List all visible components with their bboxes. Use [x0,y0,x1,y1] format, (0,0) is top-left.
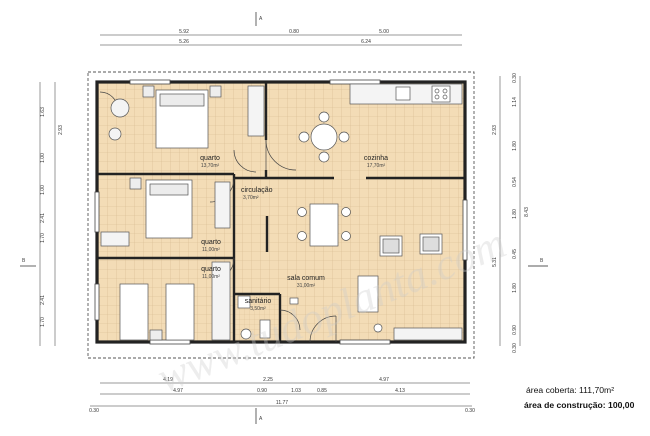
kitchen-furniture [298,83,463,163]
dim-bottom-2-1: 4.97 [173,388,183,394]
dim-left-7: 1.70 [40,317,46,327]
dim-right-5: 1.80 [512,209,518,219]
dim-left-4: 2.41 [40,213,46,223]
dim-bottom-3-3: 0.30 [465,408,475,414]
section-mark-left: B [22,258,26,264]
dim-right-outer: 5.31 [492,257,498,267]
interior-walls [97,82,465,342]
dim-bottom-1-3: 4.97 [379,377,389,383]
dim-top-2-2: 6.24 [361,39,371,45]
room-area-sanitario: 3,50m² [250,306,266,312]
area-construcao: área de construção: 100,00 [524,400,635,410]
dim-left-2: 1.00 [40,153,46,163]
dim-right-6: 0.45 [512,249,518,259]
room-name-sanitario: sanitário [245,298,272,305]
room-name-quarto-1: quarto [200,155,220,162]
dim-right-1: 0.30 [512,73,518,83]
dim-bottom-1-2: 2.25 [263,377,273,383]
dim-right-9: 0.30 [512,343,518,353]
dimension-lines [39,34,521,407]
section-mark-top: A [259,16,263,22]
windows [94,79,468,345]
room-area-circulacao: 3,70m² [243,195,259,201]
dim-left-5: 1.70 [40,233,46,243]
room-name-cozinha: cozinha [364,155,388,162]
area-coberta: área coberta: 111,70m² [526,385,615,395]
area-summary: área coberta: 111,70m² área de construçã… [524,383,634,413]
dim-right-7: 1.80 [512,283,518,293]
dim-right-mid: 2.93 [492,125,498,135]
dim-bottom-3-2: 11.77 [276,400,288,406]
dim-top-1-1: 5.92 [179,29,189,35]
section-mark-bottom: A [259,416,263,422]
dim-top-1-2: 0.80 [289,29,299,35]
living-room-furniture [297,203,463,341]
bedroom-middle-furniture [100,177,231,247]
dim-right-3: 1.80 [512,141,518,151]
section-markers [20,12,548,424]
bedroom-top-furniture [108,85,265,149]
section-mark-right: B [540,258,544,264]
bedroom-bottom-furniture [119,261,231,341]
dim-top-2-1: 5.26 [179,39,189,45]
room-name-quarto-2: quarto [201,239,221,246]
room-name-sala-comum: sala comum [287,275,325,282]
dim-right-8: 0.90 [512,325,518,335]
dim-right-4: 0.54 [512,177,518,187]
dim-right-2: 1.14 [512,97,518,107]
room-area-sala-comum: 31,00m² [297,283,316,289]
dim-bottom-2-5: 4.13 [395,388,405,394]
dim-bottom-3-1: 0.30 [89,408,99,414]
dim-left-6: 2.41 [40,295,46,305]
dim-bottom-2-4: 0.85 [317,388,327,394]
dim-bottom-1-1: 4.19 [163,377,173,383]
dim-left-1: 1.63 [40,107,46,117]
dim-bottom-2-3: 1.03 [291,388,301,394]
dim-left-inner: 2.93 [58,125,64,135]
room-area-cozinha: 17,70m² [367,163,386,169]
room-area-quarto-2: 11,00m² [202,247,220,253]
bathroom-fixtures [237,295,299,340]
room-name-quarto-3: quarto [201,266,221,273]
roof-outline [87,71,475,359]
room-area-quarto-1: 13,70m² [201,163,220,169]
room-area-quarto-3: 11,00m² [202,274,220,280]
dim-left-3: 1.00 [40,185,46,195]
dim-bottom-2-2: 0.90 [257,388,267,394]
dim-right-total: 8.43 [524,207,530,217]
room-name-circulacao: circulação [241,187,273,194]
dim-top-1-3: 5.00 [379,29,389,35]
